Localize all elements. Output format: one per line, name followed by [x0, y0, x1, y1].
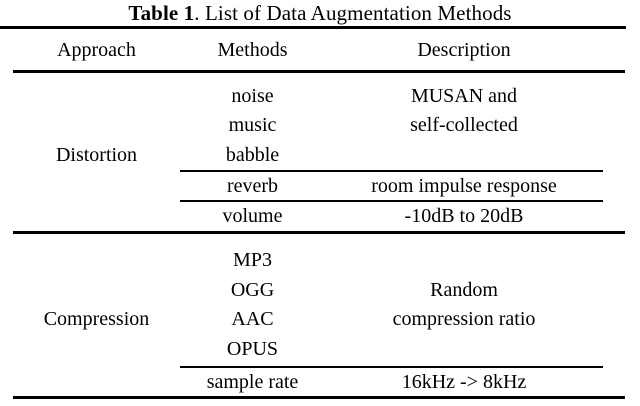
caption-text: List of Data Augmentation Methods: [204, 1, 512, 25]
approach-cell-compression: Compression: [43, 308, 150, 330]
method-cell-music: music: [228, 114, 277, 136]
column-header-methods: Methods: [217, 39, 288, 61]
description-cell-random: Random: [430, 279, 498, 301]
description-cell-sample-rate: 16kHz -> 8kHz: [401, 371, 527, 393]
distortion-partial-rule-1: [180, 170, 603, 172]
distortion-partial-rule-2: [180, 200, 603, 202]
method-cell-volume: volume: [222, 205, 283, 227]
column-header-approach: Approach: [57, 39, 136, 61]
approach-cell-distortion: Distortion: [55, 144, 138, 166]
method-cell-mp3: MP3: [233, 249, 272, 271]
description-cell-compression-ratio: compression ratio: [392, 308, 536, 330]
table-number-label: Table 1: [128, 1, 195, 25]
table-caption: Table 1. List of Data Augmentation Metho…: [0, 0, 640, 26]
method-cell-sample-rate: sample rate: [206, 371, 299, 393]
table-top-rule: [0, 26, 626, 29]
method-cell-babble: babble: [225, 144, 280, 166]
method-cell-ogg: OGG: [230, 279, 275, 301]
method-cell-reverb: reverb: [226, 175, 279, 197]
method-cell-noise: noise: [231, 85, 274, 107]
description-cell-reverb: room impulse response: [371, 175, 557, 197]
column-header-description: Description: [417, 39, 511, 61]
method-cell-aac: AAC: [231, 308, 274, 330]
description-cell-musan: MUSAN and: [410, 85, 518, 107]
caption-separator: .: [194, 1, 205, 25]
table-bottom-rule: [13, 396, 625, 399]
table-section-divider-rule: [13, 231, 625, 234]
description-cell-volume: -10dB to 20dB: [404, 205, 524, 227]
description-cell-self-collected: self-collected: [410, 114, 518, 136]
compression-partial-rule-1: [180, 366, 603, 368]
method-cell-opus: OPUS: [226, 338, 279, 360]
table-header-rule: [13, 70, 625, 73]
